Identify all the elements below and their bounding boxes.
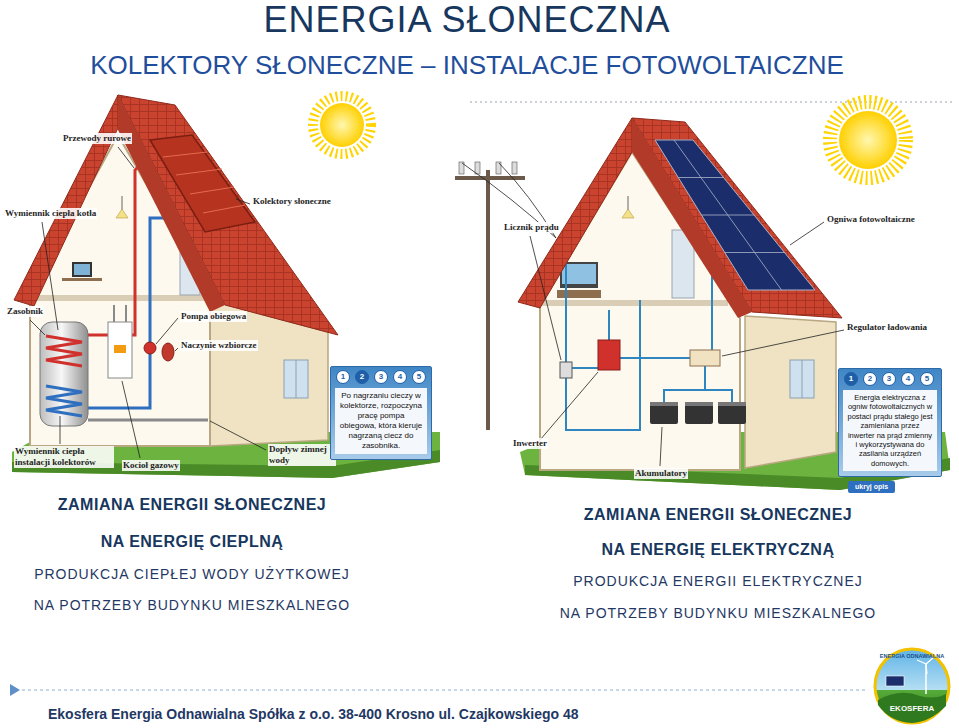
callout-number: 2 (864, 373, 876, 385)
subtitle: KOLEKTORY SŁONECZNE – INSTALACJE FOTOWOL… (90, 50, 844, 81)
label-anchor: Regulator ładowania (846, 322, 928, 333)
label-anchor: Ogniwa fotowoltaiczne (826, 214, 916, 225)
part-label: Pompa obiegowa (180, 311, 247, 322)
caption-text: NA POTRZEBY BUDYNKU MIESZKALNEGO (34, 597, 350, 614)
step-circle: 4 (393, 370, 407, 384)
divider (22, 689, 868, 690)
step-circle: 1 (336, 370, 350, 384)
part-label: Wymiennik ciepła kotła (4, 208, 97, 219)
step-circle: 3 (374, 370, 388, 384)
label-anchor: ZAMIANA ENERGII SŁONECZNEJ (584, 505, 852, 524)
label-anchor: NA ENERGIĘ ELEKTRYCZNĄ (602, 540, 835, 559)
callout-number: 1 (845, 373, 857, 385)
info-panel: Po nagrzaniu cieczy w kolektorze, rozpoc… (330, 366, 432, 460)
part-label: Licznik prądu (503, 222, 560, 233)
label-anchor: PRODUKCJA ENERGII ELEKTRYCZNEJ (573, 573, 863, 590)
callout-number: 4 (902, 373, 914, 385)
part-label: Kolektory słoneczne (252, 196, 332, 207)
caption-text: PRODUKCJA CIEPŁEJ WODY UŻYTKOWEJ (34, 566, 350, 583)
caption-text: PRODUKCJA ENERGII ELEKTRYCZNEJ (573, 573, 863, 590)
part-label: Regulator ładowania (846, 322, 928, 333)
sun (313, 96, 371, 154)
step-circle: 2 (355, 370, 369, 384)
label-anchor: Kolektory słoneczne (252, 196, 332, 207)
label-anchor: NA POTRZEBY BUDYNKU MIESZKALNEGO (560, 605, 876, 622)
label-anchor: Wymiennik ciepła instalacji kolektorów (14, 446, 114, 469)
part-label: Akumulatory (634, 468, 688, 479)
part-label: Przewody rurowe (62, 133, 132, 144)
label-anchor: Inwerter (512, 438, 548, 449)
caption-heading: NA ENERGIĘ ELEKTRYCZNĄ (602, 540, 835, 559)
label-anchor: Ekosfera Energia Odnawialna Spółka z o.o… (48, 706, 579, 723)
step-circle: 5 (920, 372, 934, 386)
label-anchor: Naczynie wzbiorcze (180, 340, 258, 351)
logo-text: ENERGIA ODNAWIALNA (880, 653, 944, 660)
part-label: Kocioł gazowy (122, 460, 180, 471)
label-anchor: ZAMIANA ENERGII SŁONECZNEJ (58, 495, 326, 514)
callout-number: 5 (413, 371, 425, 383)
panel-text: Po nagrzaniu cieczy w kolektorze, rozpoc… (335, 388, 427, 454)
caption-text: NA POTRZEBY BUDYNKU MIESZKALNEGO (560, 605, 876, 622)
caption-heading: ZAMIANA ENERGII SŁONECZNEJ (584, 505, 852, 524)
divider (470, 102, 955, 103)
caption-heading: NA ENERGIĘ CIEPLNĄ (101, 532, 284, 551)
label-anchor: Dopływ zimnej wody (268, 444, 336, 467)
label-anchor: NA ENERGIĘ CIEPLNĄ (101, 532, 284, 551)
bullet-triangle (10, 684, 20, 696)
label-anchor: NA POTRZEBY BUDYNKU MIESZKALNEGO (34, 597, 350, 614)
leader-line (30, 147, 266, 458)
part-label: Inwerter (512, 438, 548, 449)
button-text: ukryj opis (855, 483, 888, 491)
callout-number: 1 (337, 371, 349, 383)
callout-number: 3 (883, 373, 895, 385)
label-anchor: Przewody rurowe (62, 133, 132, 144)
label-anchor: Wymiennik ciepła kotła (4, 208, 97, 219)
photovoltaic-house (455, 118, 950, 490)
title: ENERGIA SŁONECZNA (263, 0, 670, 40)
part-label: Ogniwa fotowoltaiczne (826, 214, 916, 225)
footer-text: Ekosfera Energia Odnawialna Spółka z o.o… (48, 706, 579, 723)
callout-number: 2 (356, 371, 368, 383)
step-circle: 1 (844, 372, 858, 386)
label-anchor: Pompa obiegowa (180, 311, 247, 322)
label-anchor: Akumulatory (634, 468, 688, 479)
part-label: Naczynie wzbiorcze (180, 340, 258, 351)
step-circle: 2 (863, 372, 877, 386)
hide-button: ukryj opis (848, 481, 895, 493)
step-circle: 4 (901, 372, 915, 386)
label-anchor: Kocioł gazowy (122, 460, 180, 471)
info-panel: Energia elektryczna z ogniw fotowoltaicz… (838, 368, 942, 477)
label-anchor: Zasobnik (6, 306, 44, 317)
step-circle: 5 (412, 370, 426, 384)
caption-heading: ZAMIANA ENERGII SŁONECZNEJ (58, 495, 326, 514)
logo-text: EKOSFERA (890, 704, 934, 714)
label-anchor: Licznik prądu (503, 222, 560, 233)
step-circle: 3 (882, 372, 896, 386)
sun (830, 102, 906, 178)
logo (875, 649, 949, 723)
solar-thermal-house (12, 95, 440, 478)
panel-text: Energia elektryczna z ogniw fotowoltaicz… (843, 390, 937, 471)
title-anchor: ENERGIA SŁONECZNA (263, 0, 670, 40)
label-anchor: PRODUKCJA CIEPŁEJ WODY UŻYTKOWEJ (34, 566, 350, 583)
part-label: Dopływ zimnej wody (268, 444, 336, 466)
label-anchor: KOLEKTORY SŁONECZNE – INSTALACJE FOTOWOL… (90, 50, 844, 81)
part-label: Wymiennik ciepła instalacji kolektorów (14, 446, 114, 468)
leader-line (530, 222, 844, 466)
label-anchor: EKOSFERA (890, 704, 934, 714)
callout-number: 3 (375, 371, 387, 383)
callout-number: 5 (921, 373, 933, 385)
label-anchor: ENERGIA ODNAWIALNA (880, 653, 944, 660)
callout-number: 4 (394, 371, 406, 383)
part-label: Zasobnik (6, 306, 44, 317)
